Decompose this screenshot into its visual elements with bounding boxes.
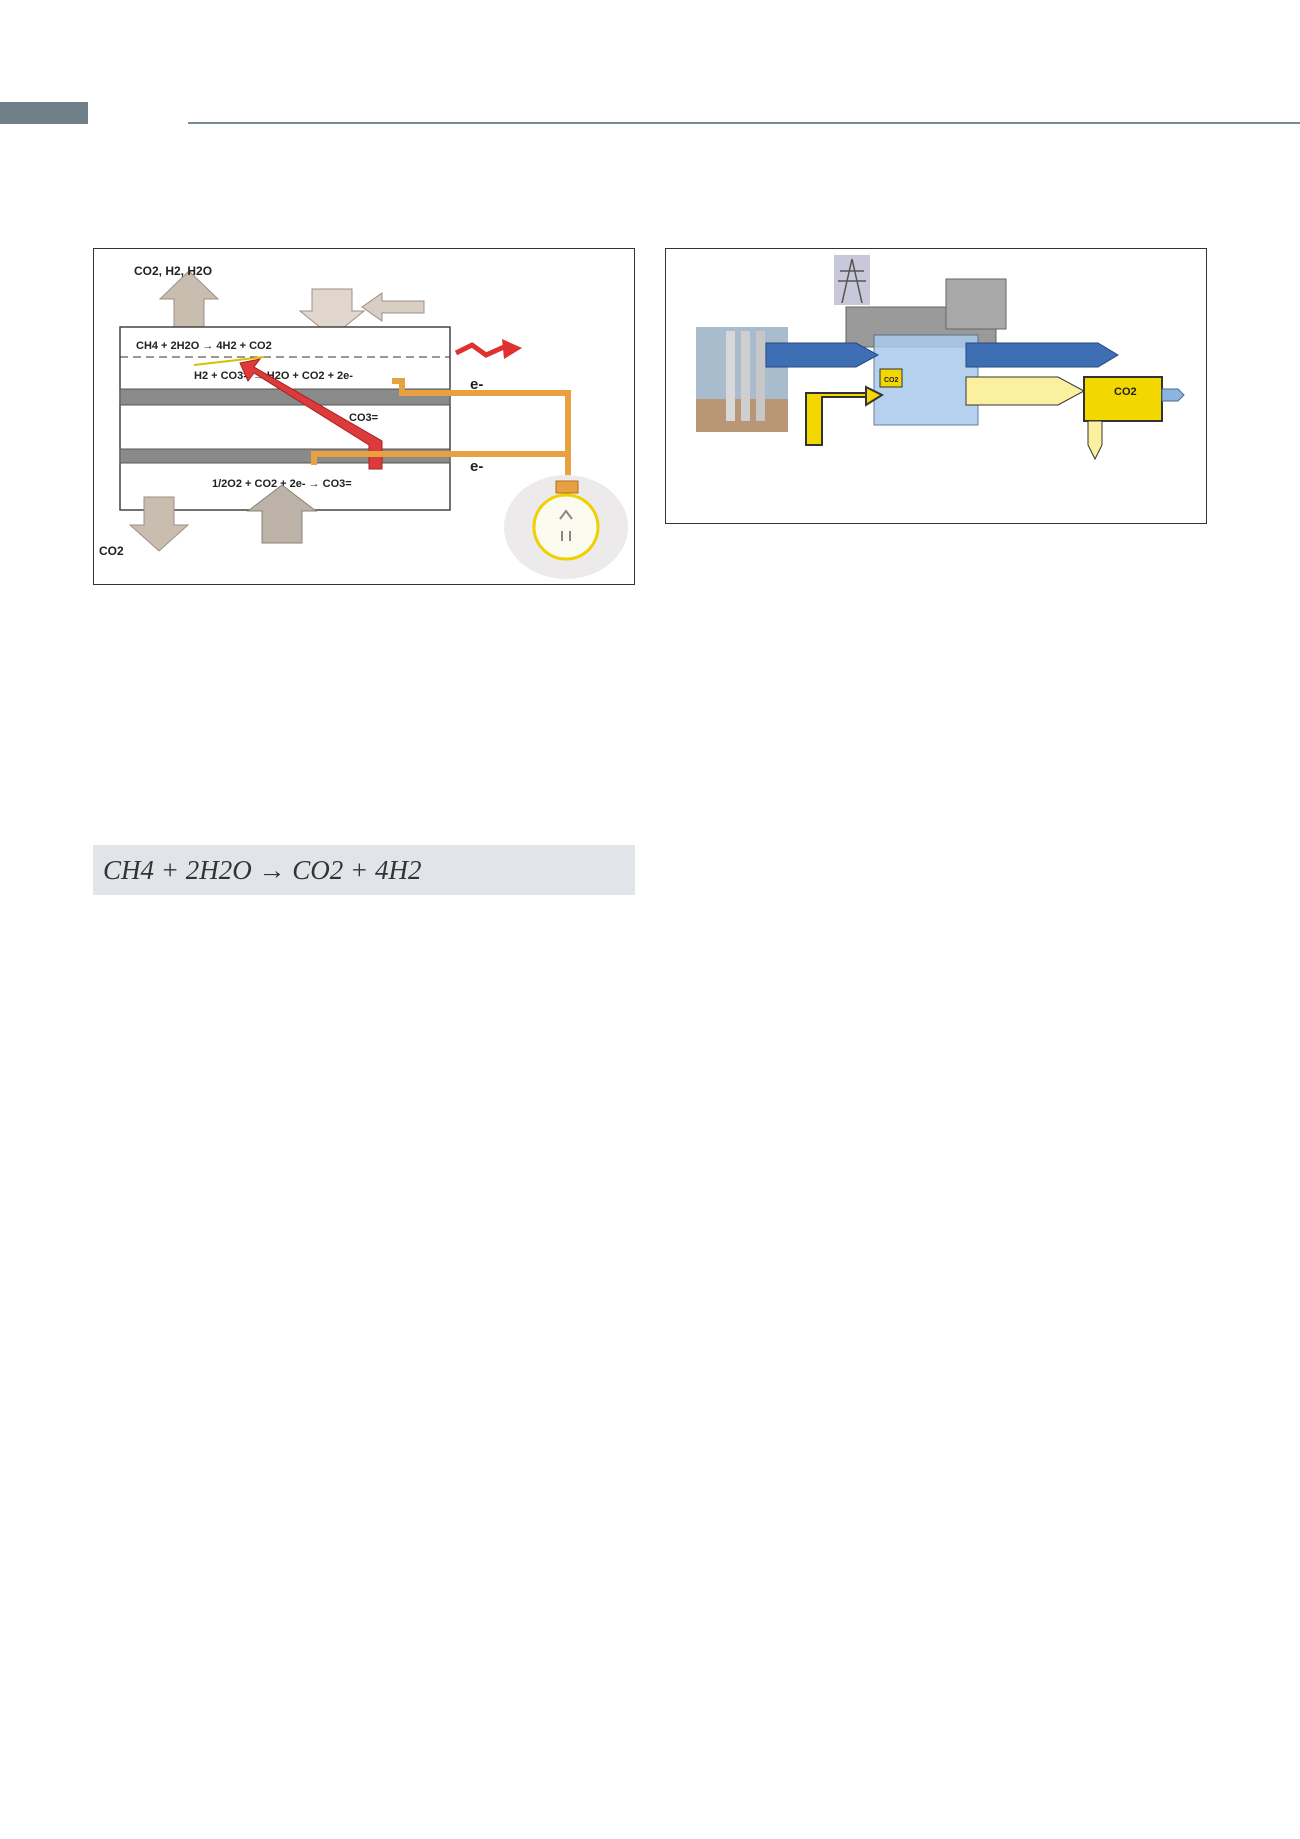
fuel-cell-diagram: CO2, H2, H2O CH4 + 2H2O → 4H2 + CO2 H2 +… (93, 248, 635, 585)
blue-flow-arrow-left (765, 342, 880, 368)
cathode-reaction: 1/2O2 + CO2 + 2e- → CO3= (212, 478, 352, 490)
bottom-outlet-arrow (128, 496, 190, 552)
co2-down-arrow (1087, 420, 1103, 461)
top-outlet-arrow (158, 270, 220, 328)
electron-label-top: e- (470, 376, 483, 393)
reforming-equation: CH4 + 2H2O → CO2 + 4H2 (93, 845, 635, 895)
co2-outlet-arrow (1161, 388, 1185, 402)
stack-2 (741, 331, 750, 421)
circuit-wire-top (392, 378, 571, 489)
stack-3 (756, 331, 765, 421)
bottom-inlet-arrow (246, 484, 318, 544)
light-bulb-icon (532, 493, 600, 561)
pylon-photo (834, 255, 870, 305)
heat-arrow (454, 342, 506, 358)
power-plant-svg: CO2 CO2 (696, 255, 1185, 461)
electrolyte-ion-label: CO3= (349, 412, 378, 424)
side-inlet-arrow (361, 292, 425, 322)
power-plant-diagram: CO2 CO2 (665, 248, 1207, 524)
bulb-socket (555, 480, 579, 494)
co2-box-label: CO2 (1114, 386, 1137, 398)
circuit-wire-bottom (311, 451, 571, 504)
co2-small-box (879, 368, 903, 388)
bottom-outlet-label: CO2 (99, 544, 124, 558)
section-tab (0, 102, 88, 124)
anode-reaction: H2 + CO3= → H2O + CO2 + 2e- (194, 370, 353, 382)
co2-box (1083, 376, 1163, 422)
stack-1 (726, 331, 735, 421)
co2-small-label: CO2 (884, 377, 899, 384)
reforming-reaction: CH4 + 2H2O → 4H2 + CO2 (136, 340, 272, 352)
machinery-unit (945, 278, 1007, 330)
blue-flow-arrow-right (965, 342, 1119, 368)
top-outlet-label: CO2, H2, H2O (134, 264, 212, 278)
electron-label-bottom: e- (470, 458, 483, 475)
top-inlet-arrow (298, 288, 366, 338)
yellow-arrow (193, 356, 265, 366)
equation-text: CH4 + 2H2O → CO2 + 4H2 (103, 854, 422, 885)
yellow-flow-arrow (805, 385, 885, 446)
pylon-icon (838, 258, 866, 304)
heat-arrow-head (502, 339, 522, 359)
bulb-filament (559, 509, 573, 541)
pale-yellow-arrow (965, 376, 1086, 406)
fuel-cell-svg: CO2, H2, H2O CH4 + 2H2O → 4H2 + CO2 H2 +… (99, 264, 628, 579)
header-rule (188, 122, 1300, 124)
